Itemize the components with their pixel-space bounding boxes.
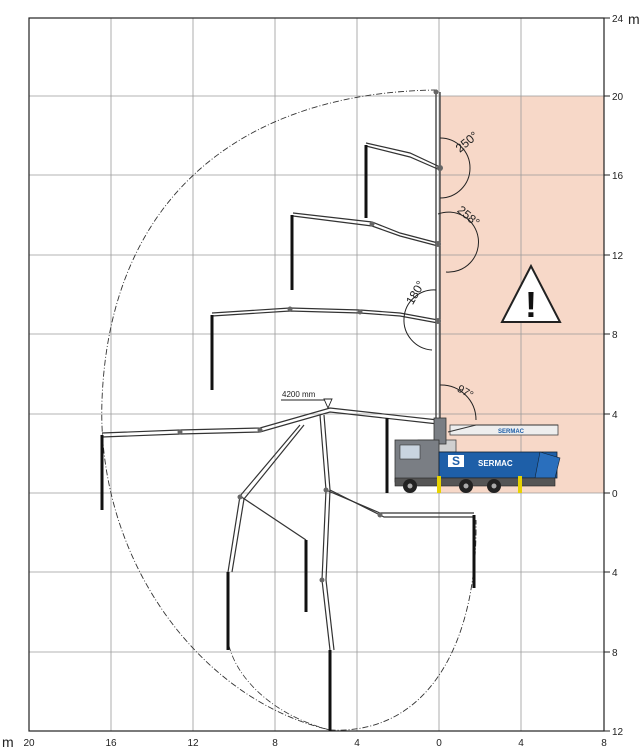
x-tick-label: 0 (436, 738, 442, 749)
x-tick-label: 4 (518, 738, 524, 749)
x-tick-label: 16 (105, 738, 117, 749)
y-tick-label: 4 (612, 568, 618, 579)
warning-triangle (500, 263, 562, 323)
boom-label-marker (323, 398, 333, 410)
x-tick-label: 20 (23, 738, 35, 749)
y-tick-label: 12 (612, 251, 624, 262)
reach-envelope (101, 89, 477, 731)
concrete-pump-truck (394, 417, 561, 493)
y-tick-label: 16 (612, 171, 624, 182)
warning-symbol: ! (525, 284, 537, 325)
x-tick-label: 12 (187, 738, 199, 749)
grid (29, 18, 604, 731)
outrigger-rear (518, 476, 522, 493)
y-unit-label: m (628, 11, 640, 27)
y-tick-label: 12 (612, 727, 624, 738)
y-tick-label: 8 (612, 648, 618, 659)
truck-brand-label: SERMAC (478, 459, 513, 468)
x-tick-label: 8 (601, 738, 607, 749)
inner-envelope (226, 619, 331, 731)
y-tick-label: 24 (612, 14, 624, 25)
outrigger-front (437, 476, 441, 493)
tick-marks (604, 17, 610, 732)
y-tick-label: 20 (612, 92, 624, 103)
boom-joints (177, 89, 443, 583)
y-tick-label: 0 (612, 489, 618, 500)
x-tick-label: 8 (272, 738, 278, 749)
angle-label-180: 180° (403, 278, 428, 307)
boom-length-label: 4200 mm (282, 390, 316, 399)
truck-logo: S (452, 454, 460, 468)
y-tick-label: 8 (612, 330, 618, 341)
boom-brand-label: SERMAC (498, 429, 525, 435)
x-unit-label: m (2, 734, 14, 750)
boom-mast (435, 92, 441, 420)
angle-arcs (403, 137, 479, 421)
diagram-frame (28, 17, 605, 732)
x-tick-label: 4 (354, 738, 360, 749)
y-tick-label: 4 (612, 410, 618, 421)
end-hoses (100, 145, 476, 731)
